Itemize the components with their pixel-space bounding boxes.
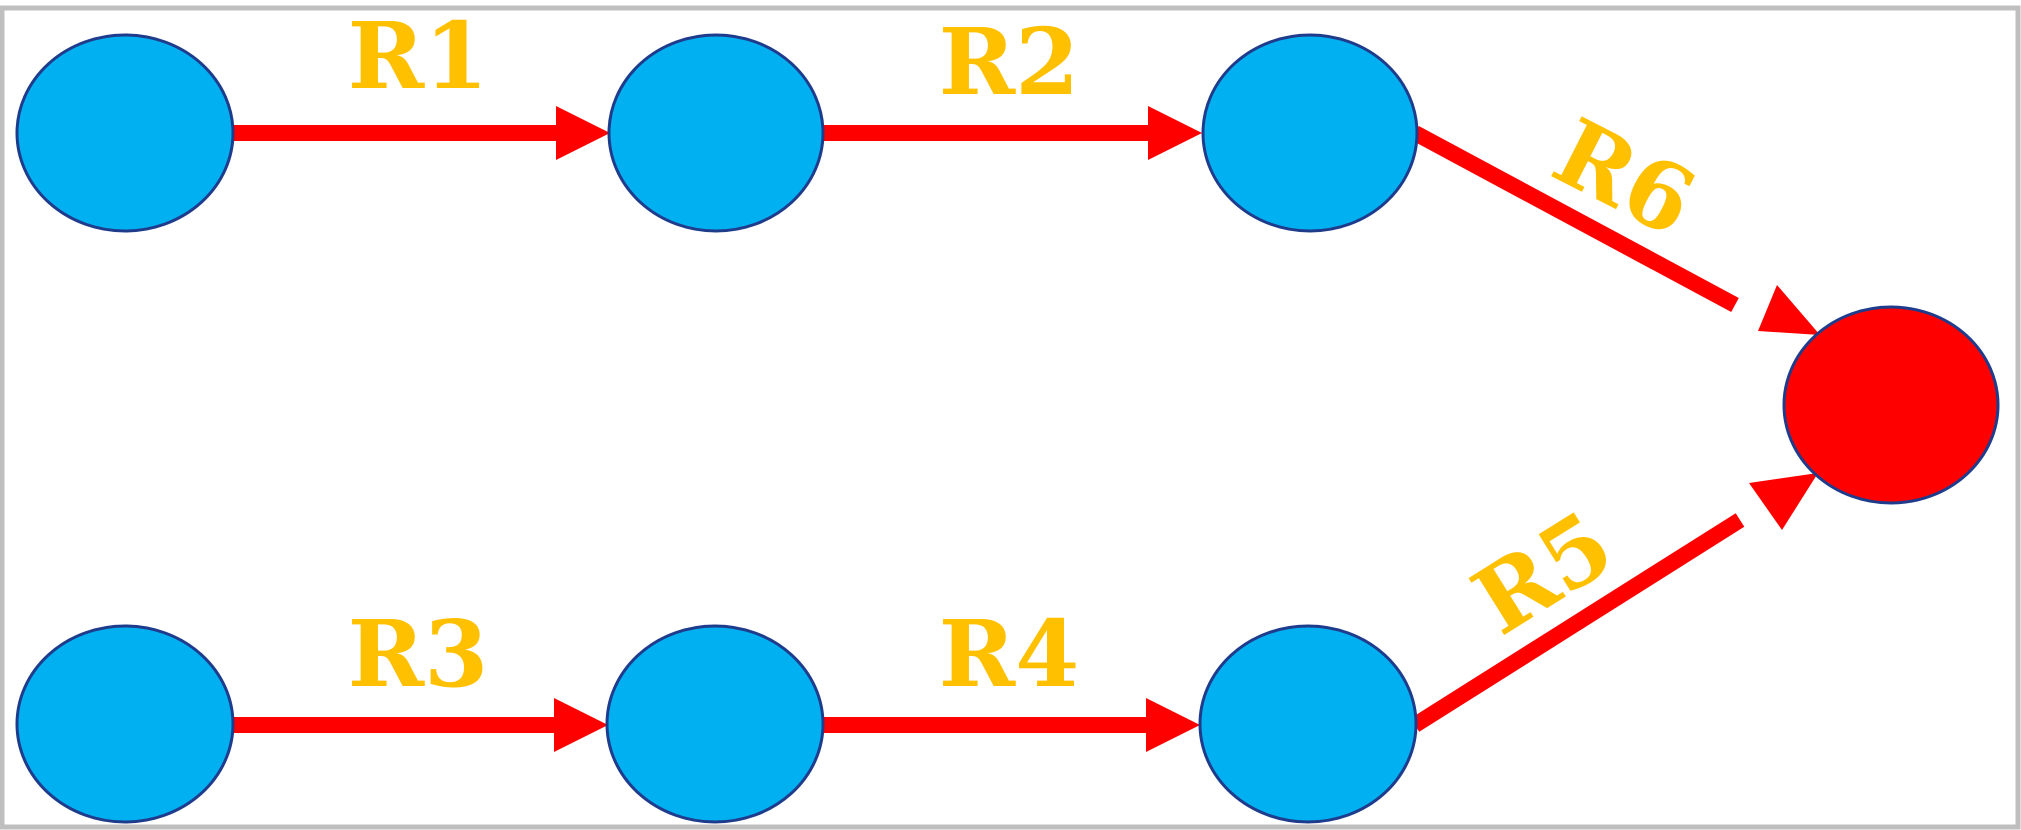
node-top-3 (1201, 33, 1419, 233)
target-node (1782, 305, 2000, 505)
edge-r4-arrowhead (1146, 698, 1200, 752)
nodes (15, 33, 2000, 824)
edge-label-r3: R3 (348, 600, 488, 708)
node-top-2 (607, 33, 825, 233)
node-bottom-3 (1198, 624, 1418, 824)
edge-label-r1: R1 (348, 2, 488, 110)
edge-r5-line (1410, 513, 1745, 732)
edges (232, 125, 1745, 733)
diagram-frame (0, 5, 2021, 830)
edge-r6-arrowhead (1758, 285, 1820, 335)
edge-r5-arrowhead (1749, 473, 1818, 530)
edge-r1-arrowhead (556, 106, 610, 160)
edge-label-r4: R4 (939, 600, 1079, 708)
node-top-1 (15, 33, 235, 233)
node-bottom-1 (15, 624, 235, 824)
edge-label-r2: R2 (939, 8, 1079, 116)
arrowheads (554, 106, 1820, 752)
node-bottom-2 (605, 624, 825, 824)
edge-r3-arrowhead (554, 698, 608, 752)
edge-r2-arrowhead (1148, 106, 1202, 160)
edge-r6-line (1411, 125, 1739, 313)
